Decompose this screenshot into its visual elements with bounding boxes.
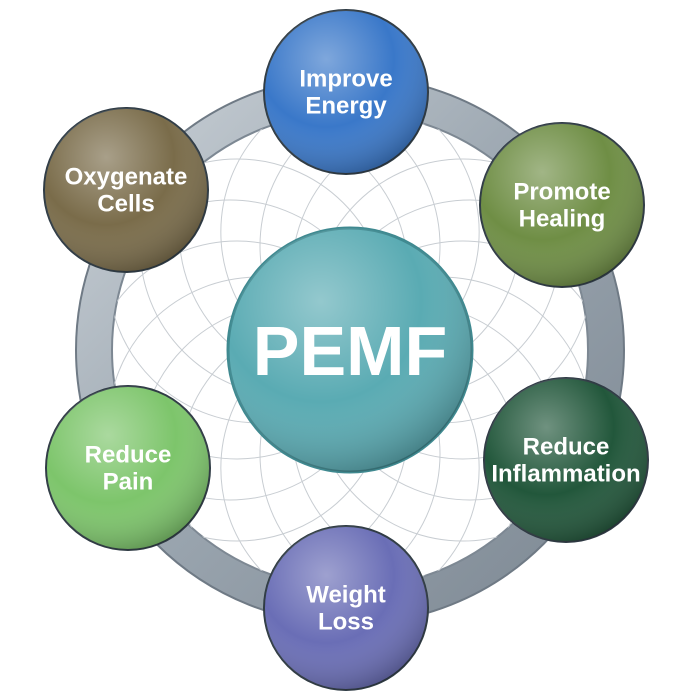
- node-label-line: Weight: [306, 582, 386, 609]
- center-circle-shade: [228, 228, 472, 472]
- center-node: PEMF: [226, 226, 474, 474]
- node-label-line: Inflammation: [491, 461, 640, 488]
- node-label-line: Improve: [299, 66, 392, 93]
- node-label-line: Promote: [513, 179, 610, 206]
- node-shade: [46, 386, 210, 550]
- node-label-line: Reduce: [523, 434, 610, 461]
- node-label-line: Cells: [97, 191, 154, 218]
- node-label-line: Oxygenate: [65, 164, 188, 191]
- node-label-line: Reduce: [85, 442, 172, 469]
- node-shade: [264, 10, 428, 174]
- node-shade: [44, 108, 208, 272]
- node-label-line: Energy: [305, 93, 387, 120]
- center-label: PEMF: [253, 312, 447, 390]
- node-label-line: Loss: [318, 609, 374, 636]
- node-shade: [480, 123, 644, 287]
- benefit-nodes: ImproveEnergyPromoteHealingReduceInflamm…: [43, 9, 649, 691]
- node-shade: [484, 378, 648, 542]
- node-shade: [264, 526, 428, 690]
- node-label-line: Pain: [103, 469, 154, 496]
- node-label-line: Healing: [519, 206, 606, 233]
